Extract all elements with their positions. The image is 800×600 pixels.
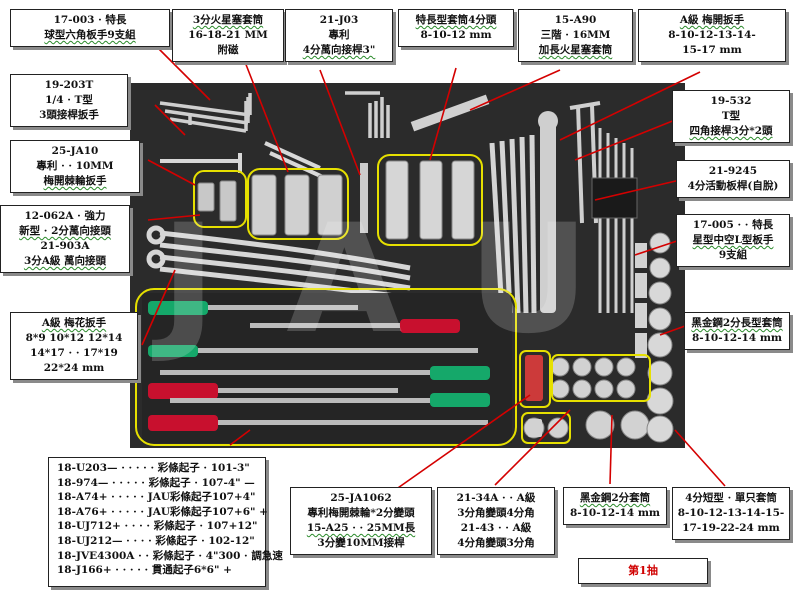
label-line: 8-10-12-13-14-15-: [677, 507, 785, 519]
label-line: 21-903A: [40, 240, 90, 252]
drawer-title: 第1抽: [578, 558, 708, 584]
label-spark-plug-sockets: 3分火星塞套筒 16-18-21 MM 附磁: [172, 9, 284, 62]
label-ratchet-wrench-10mm: 25-JA10 專利 · · 10MM 梅開棘輪扳手: [10, 140, 140, 193]
drawer-title-text: 第1抽: [628, 564, 658, 577]
label-line: 18-A76+ · · · · · JAU彩條起子107+6" +: [57, 505, 268, 518]
label-line: 15-17 mm: [682, 44, 742, 56]
label-line: 21-34A · · A級: [456, 492, 536, 504]
label-line: 18-UJ712+ · · · · 彩條起子 · 107+12": [57, 520, 258, 533]
combination-wrenches: [489, 134, 537, 314]
socket-grid: [523, 357, 650, 440]
label-line: 3分火星塞套筒: [192, 14, 264, 26]
label-line: 17-19-22-24 mm: [682, 522, 780, 534]
label-line: 17-005 · · 特長: [692, 219, 774, 231]
label-line: 3頭接桿扳手: [39, 109, 99, 121]
label-line: 18-A74+ · · · · · JAU彩條起子107+4": [57, 491, 256, 504]
label-line: 黑金鋼2分套筒: [579, 492, 651, 504]
label-line: 新型 · 2分萬向接頭: [19, 225, 111, 237]
label-line: 25-JA10: [51, 145, 99, 157]
label-line: 21-43 · · A級: [460, 522, 532, 534]
label-line: 附磁: [217, 44, 239, 56]
label-line: A級 梅花扳手: [41, 317, 107, 329]
label-line: 4分活動板桿(自脫): [687, 180, 779, 192]
label-line: 專利梅開棘輪*2分變頭: [307, 507, 415, 519]
spark-plug-sockets: [251, 174, 343, 236]
label-line: 4分短型 · 單只套筒: [685, 492, 777, 504]
label-line: 梅開棘輪扳手: [43, 175, 107, 187]
label-line: 25-JA1062: [330, 492, 392, 504]
label-long-quarter-sockets: 黑金鋼2分長型套筒 8-10-12-14 mm: [684, 312, 790, 350]
label-line: 四角接桿3分*2頭: [689, 125, 773, 137]
label-line: 星型中空L型板手: [692, 234, 774, 246]
offset-ring-wrenches: [146, 225, 411, 301]
label-line: 18-JVE4300A · · 彩條起子 · 4"300 · 調急速: [57, 549, 283, 562]
ratchet: [538, 111, 558, 313]
label-long-spark-plug-socket: 15-A90 三階 · 16MM 加長火星塞套筒: [518, 9, 633, 62]
label-sliding-bar: 21-9245 4分活動板桿(自脫): [676, 160, 790, 198]
label-line: 18-J166+ · · · · · 貫通起子6*6" +: [57, 564, 232, 577]
label-line: 加長火星塞套筒: [538, 44, 613, 56]
label-star-l-key-set: 17-005 · · 特長 星型中空L型板手 9支組: [676, 214, 790, 267]
label-line: 9支組: [718, 249, 748, 261]
label-line: 8-10-12-14 mm: [569, 507, 661, 519]
label-line: 特長型套筒4分頭: [415, 14, 497, 26]
label-line: 球型六角板手9支組: [44, 29, 136, 41]
label-line: 16-18-21 MM: [188, 29, 268, 41]
label-line: 18-U203— · · · · · 彩條起子 · 101-3": [57, 462, 250, 474]
label-line: 4分萬向接桿3": [302, 44, 376, 56]
label-line: 3分變10MM接桿: [317, 537, 405, 549]
label-quarter-sockets: 黑金鋼2分套筒 8-10-12-14 mm: [563, 487, 667, 525]
label-line: 三階 · 16MM: [540, 29, 611, 41]
label-ball-hex-key-set: 17-003 · 特長 球型六角板手9支組: [10, 9, 170, 47]
label-line: 19-203T: [44, 79, 94, 91]
label-line: 15-A90: [554, 14, 597, 26]
label-line: 15-A25 · · 25MM長: [306, 522, 416, 534]
label-line: 12-062A · 強力: [24, 210, 106, 222]
star-key-set: [598, 128, 634, 313]
label-t-type-extension: 19-532 T型 四角接桿3分*2頭: [672, 90, 790, 143]
label-line: 3分A級 萬向接頭: [23, 255, 107, 267]
label-line: 1/4 · T型: [45, 94, 93, 106]
label-t-handle-wrench: 19-203T 1/4 · T型 3頭接桿扳手: [10, 74, 128, 127]
label-line: 8*9 10*12 12*14: [25, 332, 123, 344]
label-line: 21-9245: [708, 165, 758, 177]
label-line: 22*24 mm: [43, 362, 105, 374]
label-half-inch-sockets: 4分短型 · 單只套筒 8-10-12-13-14-15- 17-19-22-2…: [672, 487, 790, 540]
label-line: 19-532: [710, 95, 752, 107]
label-screwdriver-list: 18-U203— · · · · · 彩條起子 · 101-3" 18-974—…: [48, 457, 283, 587]
label-line: 18-974— · · · · · 彩條起子 · 107-4" —: [57, 476, 255, 489]
label-line: 4分角變頭3分角: [457, 537, 535, 549]
universal-joints: [197, 180, 237, 222]
label-adapters: 21-34A · · A級 3分角變頭4分角 21-43 · · A級 4分角變…: [437, 487, 555, 555]
label-line: 專利 · · 10MM: [36, 160, 114, 172]
label-line: 3分角變頭4分角: [457, 507, 535, 519]
label-universal-joints: 12-062A · 強力 新型 · 2分萬向接頭 21-903A 3分A級 萬向…: [0, 205, 130, 273]
label-line: 18-UJ212— · · · · 彩條起子 · 102-12": [57, 534, 255, 547]
label-line: 14*17 · · 17*19: [30, 347, 118, 359]
label-line: 8-10-12-13-14-: [668, 29, 756, 41]
label-ring-wrenches: A級 梅花扳手 8*9 10*12 12*14 14*17 · · 17*19 …: [10, 312, 138, 380]
label-combination-wrenches: A級 梅開扳手 8-10-12-13-14- 15-17 mm: [638, 9, 786, 62]
label-universal-extension: 21-J03 專利 4分萬向接桿3": [285, 9, 393, 62]
label-line: 8-10-12 mm: [420, 29, 492, 41]
label-line: 21-J03: [319, 14, 359, 26]
single-sockets: [646, 232, 674, 443]
label-line: 17-003 · 特長: [53, 14, 127, 26]
label-long-sockets: 特長型套筒4分頭 8-10-12 mm: [398, 9, 514, 47]
long-sockets: [385, 160, 475, 240]
label-ratchet-and-extension: 25-JA1062 專利梅開棘輪*2分變頭 15-A25 · · 25MM長 3…: [290, 487, 432, 555]
label-line: 專利: [328, 29, 350, 41]
screwdriver-set: [142, 293, 512, 443]
label-line: A級 梅開扳手: [679, 14, 745, 26]
label-line: 黑金鋼2分長型套筒: [691, 317, 783, 329]
label-line: 8-10-12-14 mm: [691, 332, 783, 344]
tray-illustration: [130, 83, 685, 448]
label-line: T型: [721, 110, 741, 122]
